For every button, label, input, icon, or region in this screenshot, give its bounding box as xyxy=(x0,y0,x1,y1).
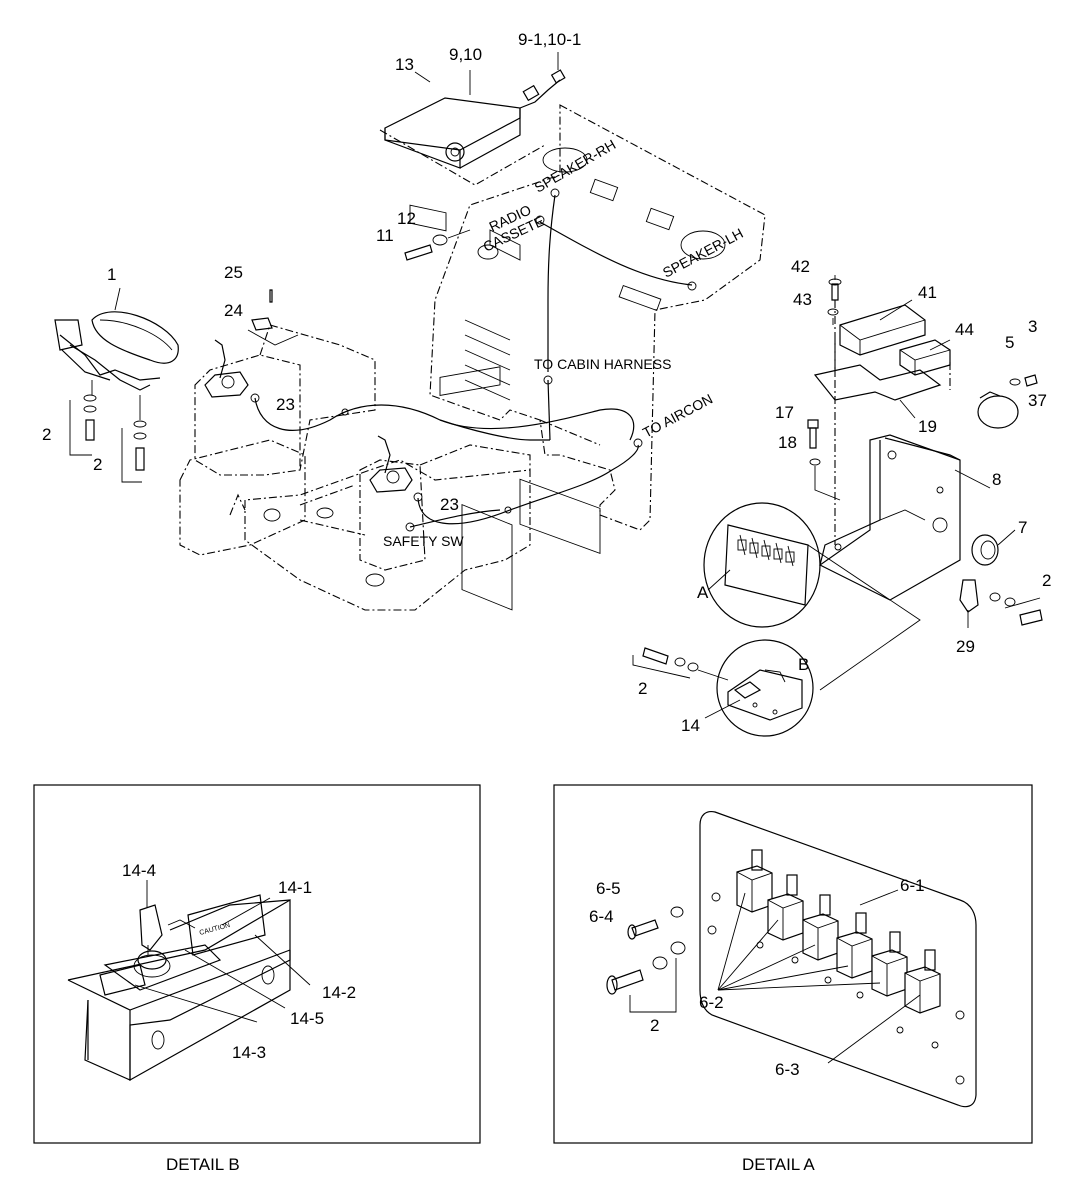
left-console xyxy=(179,324,376,556)
callout-2-left-upper: 2 xyxy=(42,425,51,444)
leader-lines xyxy=(114,52,1016,719)
label-to-cabin-harness: TO CABIN HARNESS xyxy=(534,356,671,372)
relay-plate-circle-A xyxy=(703,502,921,691)
callout-5: 5 xyxy=(1005,333,1014,352)
label-speaker-rh: SPEAKER-RH xyxy=(532,136,619,195)
callout-29: 29 xyxy=(956,637,975,656)
clamp-37 xyxy=(977,391,1019,429)
callout-2-right: 2 xyxy=(1042,571,1051,590)
callout-14-1: 14-1 xyxy=(278,878,312,897)
callout-6-3: 6-3 xyxy=(775,1060,800,1079)
callout-44: 44 xyxy=(955,320,974,339)
label-caution: CAUTION xyxy=(199,922,231,937)
callout-3: 3 xyxy=(1028,317,1037,336)
bottom-screw-set xyxy=(632,647,729,681)
grip-handle xyxy=(54,311,179,391)
callout-B: B xyxy=(798,655,809,674)
callout-6-1: 6-1 xyxy=(900,876,925,895)
callout-14-2: 14-2 xyxy=(322,983,356,1002)
callout-6-5: 6-5 xyxy=(596,879,621,898)
screw-11 xyxy=(404,229,471,261)
callout-9-10: 9,10 xyxy=(449,45,482,64)
label-speaker-lh: SPEAKER-LH xyxy=(660,225,746,281)
switch-circle-B xyxy=(716,639,814,737)
label-to-aircon: TO AIRCON xyxy=(640,390,715,440)
callout-25: 25 xyxy=(224,263,243,282)
controller-unit-41 xyxy=(839,304,926,356)
callout-2-bottom: 2 xyxy=(638,679,647,698)
callout-2-left-lower: 2 xyxy=(93,455,102,474)
callout-17: 17 xyxy=(775,403,794,422)
callout-43: 43 xyxy=(793,290,812,309)
right-console xyxy=(244,366,531,611)
detail-a-frame xyxy=(553,784,1033,1144)
callout-14-4: 14-4 xyxy=(122,861,156,880)
radio-cassette-unit xyxy=(384,69,566,232)
detail-a-leaders xyxy=(717,889,921,1064)
wire-harness xyxy=(250,188,697,532)
callout-1: 1 xyxy=(107,265,116,284)
callout-2-detail-a: 2 xyxy=(650,1016,659,1035)
cabin-rear-panel xyxy=(429,104,766,611)
callout-12: 12 xyxy=(397,209,416,228)
callout-13: 13 xyxy=(395,55,414,74)
callout-7: 7 xyxy=(1018,518,1027,537)
right-joystick xyxy=(369,435,413,493)
caption-detail-a: DETAIL A xyxy=(742,1155,815,1174)
detail-b-frame xyxy=(33,784,481,1144)
detail-b-switch-box xyxy=(67,894,291,1082)
bracket-29-screw xyxy=(959,579,1043,626)
callout-8: 8 xyxy=(992,470,1001,489)
callout-42: 42 xyxy=(791,257,810,276)
detail-a-screws xyxy=(606,906,686,1013)
callout-23-upper: 23 xyxy=(276,395,295,414)
callout-6-2: 6-2 xyxy=(699,993,724,1012)
detail-b-leaders xyxy=(134,880,311,1023)
callout-18: 18 xyxy=(778,433,797,452)
left-screw-set xyxy=(69,380,147,483)
callout-37: 37 xyxy=(1028,391,1047,410)
grommet-7 xyxy=(971,534,999,566)
callout-14-3: 14-3 xyxy=(232,1043,266,1062)
label-safety-sw: SAFETY SW xyxy=(383,533,464,549)
bolt-17-18 xyxy=(807,419,841,501)
callout-23-lower: 23 xyxy=(440,495,459,514)
module-44 xyxy=(899,339,951,376)
callout-14-5: 14-5 xyxy=(290,1009,324,1028)
radio-bracket xyxy=(379,129,546,186)
detail-b-toggle-lever xyxy=(133,904,196,978)
detail-a-relay-plate xyxy=(699,810,977,1108)
bracket-19 xyxy=(813,340,951,401)
callout-24: 24 xyxy=(224,301,243,320)
callout-9-1-10-1: 9-1,10-1 xyxy=(518,30,581,49)
callout-A: A xyxy=(697,583,709,602)
screw-5-3 xyxy=(1009,374,1038,387)
detail-a-relays xyxy=(736,849,941,1014)
callout-14: 14 xyxy=(681,716,700,735)
caption-detail-b: DETAIL B xyxy=(166,1155,240,1174)
callout-19: 19 xyxy=(918,417,937,436)
plate-24 xyxy=(247,289,299,346)
left-joystick xyxy=(204,339,249,398)
callout-11: 11 xyxy=(376,226,394,245)
callout-41: 41 xyxy=(918,283,937,302)
callout-6-4: 6-4 xyxy=(589,907,614,926)
